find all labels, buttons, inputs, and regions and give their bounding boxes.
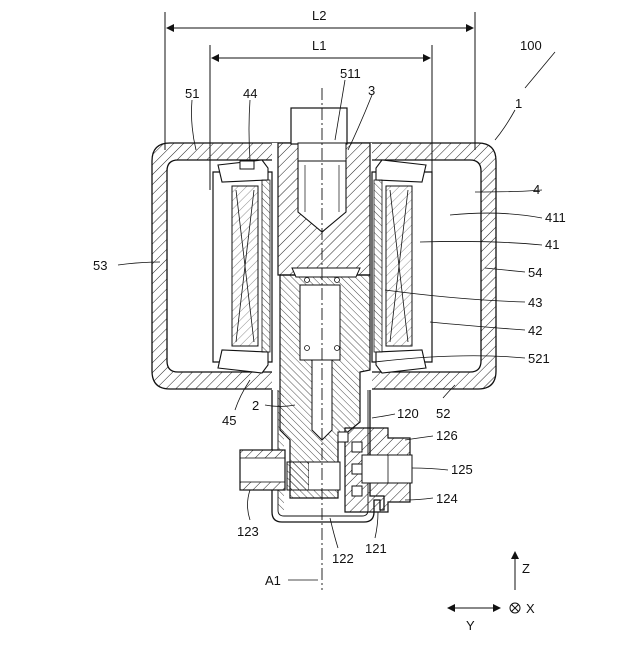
label-51: 51 (185, 86, 199, 101)
label-100: 100 (520, 38, 542, 53)
label-125: 125 (451, 462, 473, 477)
label-1: 1 (515, 96, 522, 111)
label-42: 42 (528, 323, 542, 338)
label-41: 41 (545, 237, 559, 252)
right-coil-assembly (372, 160, 432, 373)
dimension-l1-label: L1 (312, 38, 326, 53)
label-4: 4 (533, 182, 540, 197)
label-511: 511 (340, 66, 361, 81)
label-2: 2 (252, 398, 259, 413)
coordinate-system: Z Y X (448, 552, 535, 633)
label-53: 53 (93, 258, 107, 273)
label-120: 120 (397, 406, 419, 421)
label-45: 45 (222, 413, 236, 428)
axis-y-label: Y (466, 618, 475, 633)
axis-z-label: Z (522, 561, 530, 576)
label-122: 122 (332, 551, 354, 566)
label-521: 521 (528, 351, 550, 366)
label-126: 126 (436, 428, 458, 443)
label-44: 44 (243, 86, 257, 101)
label-54: 54 (528, 265, 542, 280)
label-124: 124 (436, 491, 458, 506)
bolt-head (291, 108, 347, 144)
fixed-core (278, 143, 370, 275)
label-43: 43 (528, 295, 542, 310)
dimension-l2-label: L2 (312, 8, 326, 23)
label-3: 3 (368, 83, 375, 98)
label-52: 52 (436, 406, 450, 421)
label-123: 123 (237, 524, 259, 539)
axis-x-label: X (526, 601, 535, 616)
left-coil-assembly (213, 160, 272, 373)
port-assembly (338, 428, 412, 512)
label-a1: A1 (265, 573, 281, 588)
label-411: 411 (545, 210, 566, 225)
label-121: 121 (365, 541, 387, 556)
